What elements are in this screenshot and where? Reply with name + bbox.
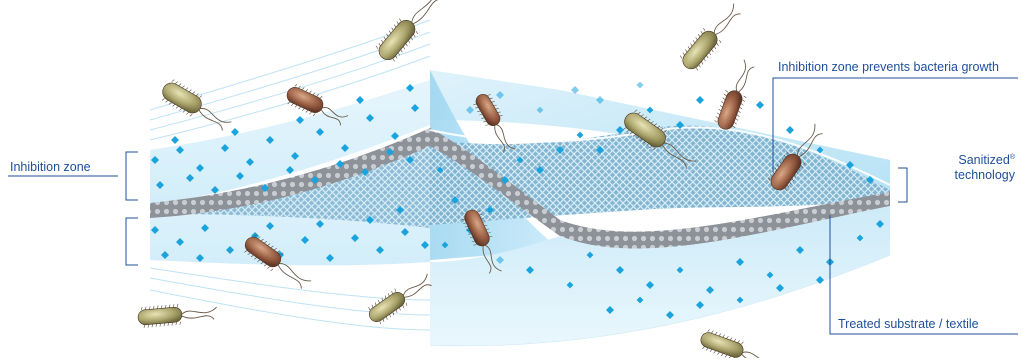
label-sanitized-line2: technology <box>955 168 1015 182</box>
antimicrobial-dot <box>637 82 644 89</box>
antimicrobial-dot <box>756 101 764 109</box>
label-sanitized-line1: Sanitized <box>958 153 1009 167</box>
bacterium-icon <box>713 57 758 132</box>
antimicrobial-dot <box>786 126 794 134</box>
label-inhibition-zone: Inhibition zone <box>10 160 91 175</box>
label-sanitized-technology: Sanitized® technology <box>955 150 1015 183</box>
bacterium-icon <box>373 0 448 65</box>
label-treated-substrate: Treated substrate / textile <box>838 317 979 332</box>
antimicrobial-dot <box>577 132 584 139</box>
antimicrobial-dot <box>171 136 179 144</box>
bacterium-icon <box>698 328 780 358</box>
bacterium-icon <box>677 0 746 74</box>
registered-mark: ® <box>1010 154 1015 161</box>
bacterium-icon <box>137 301 218 329</box>
antimicrobial-dot <box>696 96 704 104</box>
label-prevents-growth: Inhibition zone prevents bacteria growth <box>778 60 999 75</box>
bacterium-icon <box>158 77 235 136</box>
